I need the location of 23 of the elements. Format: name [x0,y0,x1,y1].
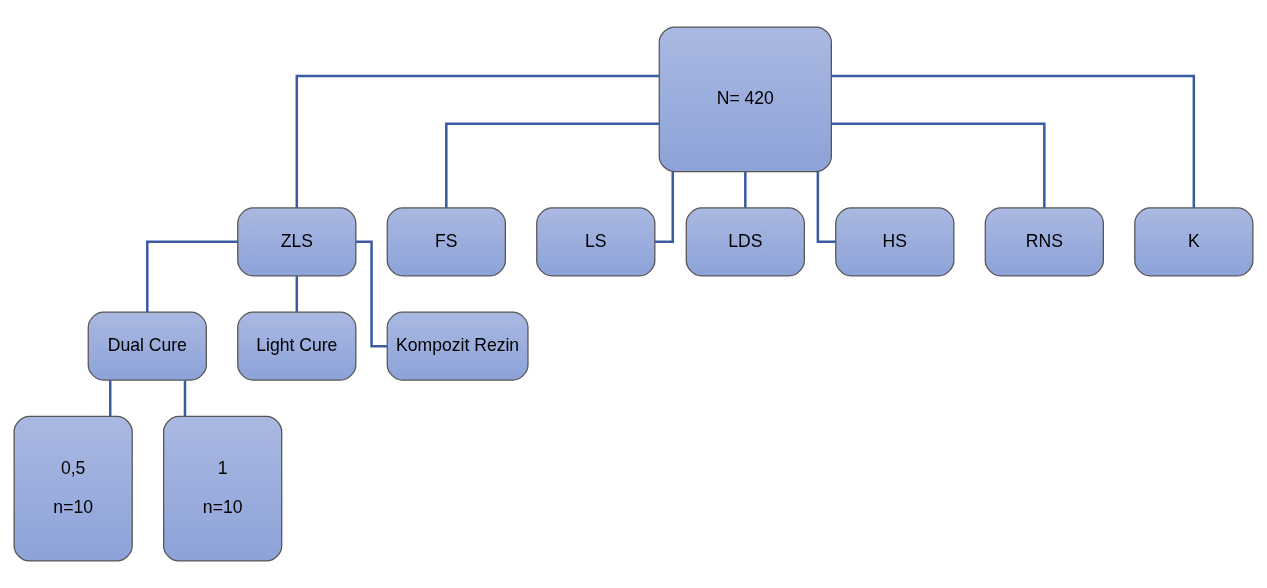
connector [146,240,238,312]
node-box: K [1134,207,1254,277]
node-box: FS [386,207,506,277]
connector [356,240,387,348]
node-box: RNS [984,207,1104,277]
node-box: LS [536,207,656,277]
node-box: Dual Cure [87,311,207,381]
connector [183,380,187,417]
connector [108,380,112,417]
connector [295,74,659,208]
connector [445,122,660,208]
node-box: LDS [685,207,805,277]
connector [295,276,299,312]
node-box: Light Cure [237,311,357,381]
node-box: ZLS [237,207,357,277]
node-box: N= 420 [658,26,832,173]
node-box: 1 n=10 [163,415,283,562]
node-box: Kompozit Rezin [386,311,529,381]
connector [744,171,747,208]
connector [831,122,1046,208]
node-box: 0,5 n=10 [13,415,133,562]
connector [831,74,1196,208]
node-box: HS [835,207,955,277]
